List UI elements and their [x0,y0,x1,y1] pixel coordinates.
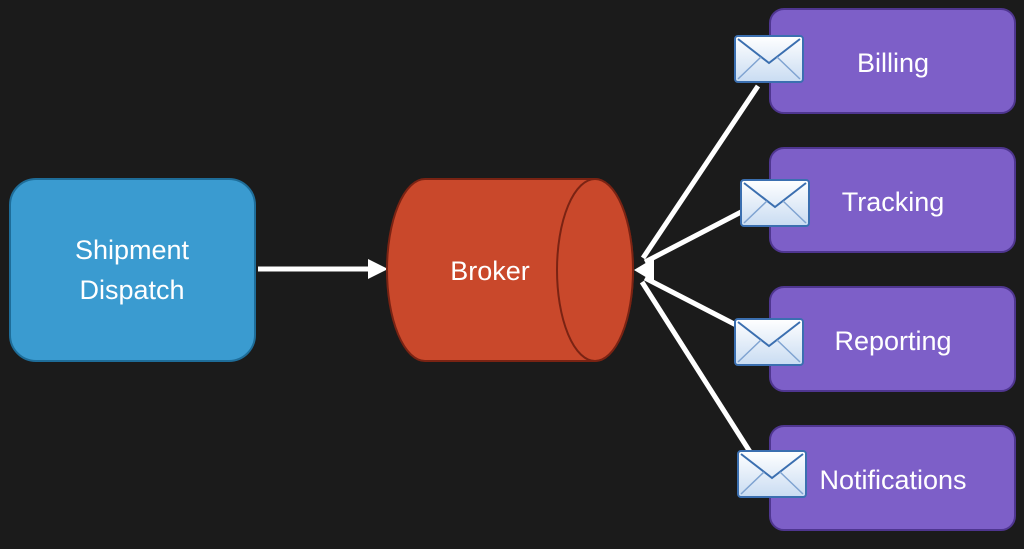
envelope-icon [737,450,807,498]
consumer-notifications-label: Notifications [819,465,966,495]
producer-box: Shipment Dispatch [9,178,256,362]
envelope-icon [734,318,804,366]
consumer-notifications: Notifications [769,425,1016,531]
consumer-reporting-label: Reporting [834,326,951,356]
consumer-connectors [634,84,761,457]
broker-cylinder-end [556,178,634,362]
consumer-reporting: Reporting [769,286,1016,392]
envelope-icon [740,179,810,227]
connector-reporting [643,275,742,330]
consumer-billing-label: Billing [857,48,929,78]
connector-tracking [643,207,747,265]
producer-to-broker-arrow [258,259,388,279]
envelope-icon [734,35,804,83]
producer-label-line-2: Dispatch [79,275,184,305]
connector-billing [640,84,761,260]
connector-notifications [639,280,755,457]
consumer-tracking: Tracking [769,147,1016,253]
consumer-tracking-label: Tracking [842,187,945,217]
broker-inbound-arrowhead [634,258,654,282]
broker-cylinder: Broker [386,178,634,362]
producer-box-shape [9,178,256,362]
broker-label: Broker [450,256,530,286]
producer-label-line-1: Shipment [75,235,190,265]
consumer-billing: Billing [769,8,1016,114]
